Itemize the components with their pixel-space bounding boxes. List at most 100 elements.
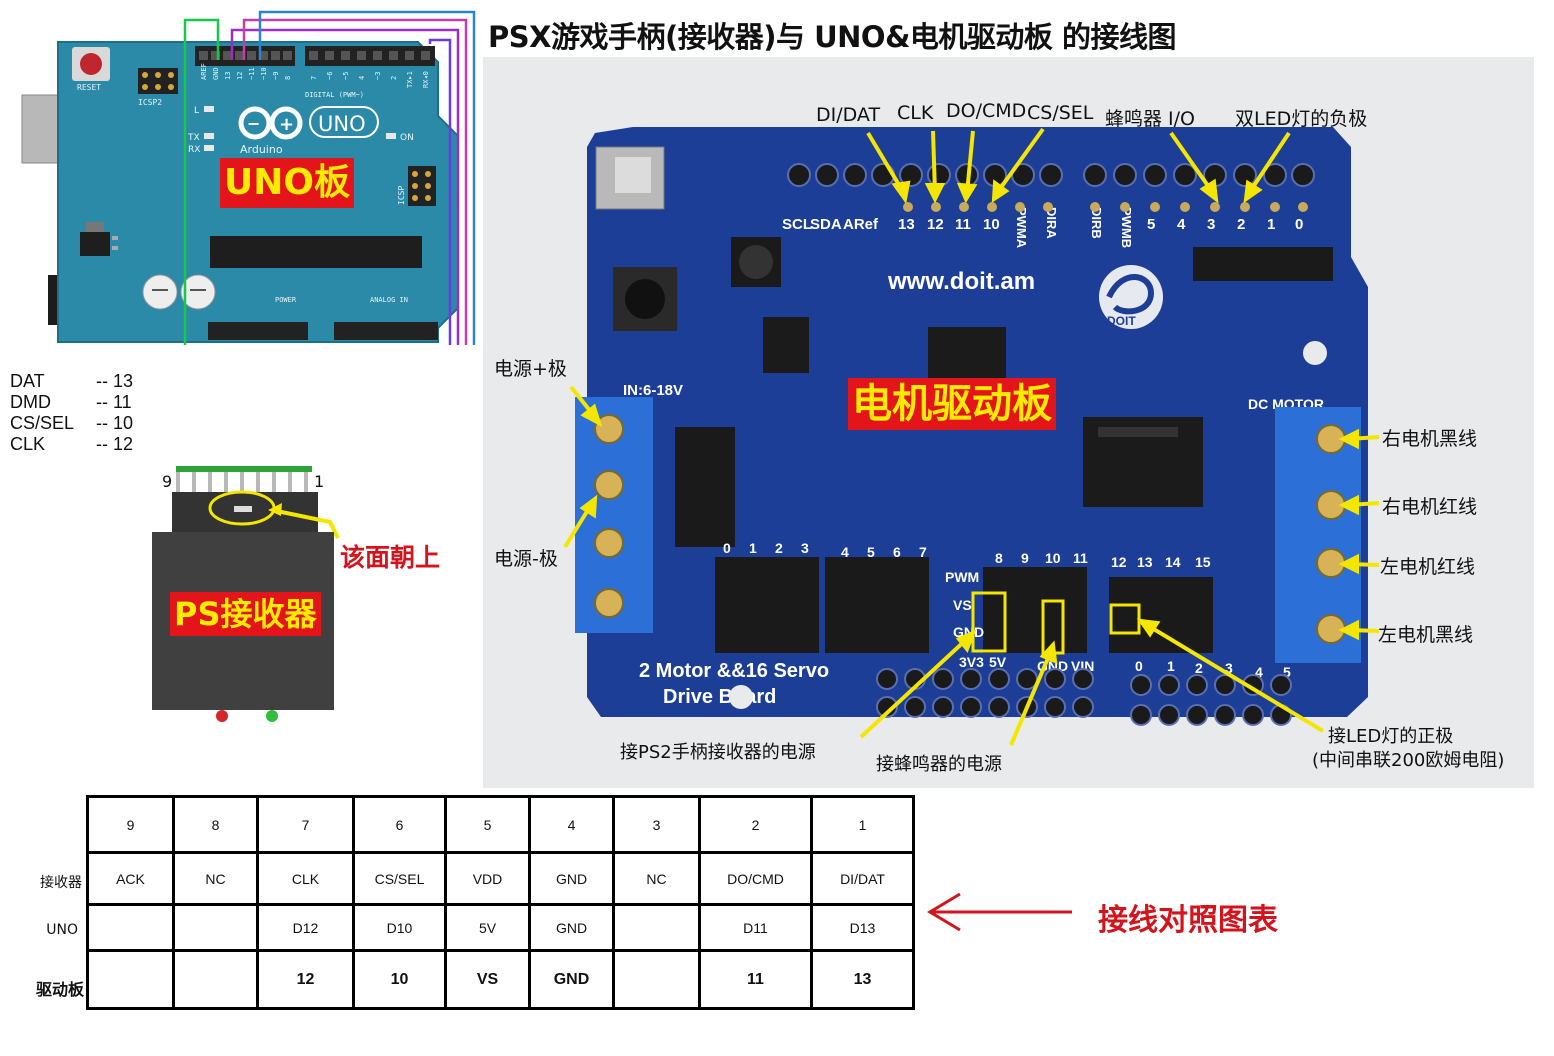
svg-text:~5: ~5	[342, 72, 350, 80]
svg-text:VS: VS	[953, 597, 972, 613]
svg-text:10: 10	[983, 216, 1000, 233]
svg-text:DIRB: DIRB	[1089, 207, 1104, 239]
table-cell	[612, 903, 701, 952]
svg-text:5V: 5V	[989, 654, 1007, 670]
annotation-left-red: 左电机红线	[1380, 556, 1476, 578]
table-cell: 12	[256, 949, 355, 1010]
annotation-buzzer-power: 接蜂鸣器的电源	[876, 754, 1002, 775]
table-cell: 3	[612, 795, 701, 854]
svg-text:7: 7	[919, 544, 927, 560]
svg-text:2: 2	[1237, 216, 1245, 233]
svg-text:1: 1	[749, 540, 757, 556]
row-label-uno: UNO	[46, 922, 78, 938]
table-cell	[172, 949, 259, 1010]
table-cell: VS	[444, 949, 531, 1010]
pin-map-row: CLK-- 12	[10, 434, 134, 454]
svg-text:1: 1	[1267, 216, 1275, 233]
table-cell: NC	[172, 851, 259, 906]
ps-receiver-label: PS接收器	[170, 592, 321, 636]
annotation-led-positive: 接LED灯的正极	[1328, 726, 1454, 747]
pin-map-row: DMD-- 11	[10, 392, 132, 412]
svg-text:3: 3	[1207, 216, 1215, 233]
svg-text:1: 1	[1167, 658, 1175, 674]
svg-text:UNO: UNO	[318, 112, 366, 136]
svg-text:~11: ~11	[248, 67, 256, 80]
svg-text:−: −	[247, 114, 260, 133]
svg-text:0: 0	[1135, 658, 1143, 674]
table-cell: 1	[810, 795, 915, 854]
svg-text:ARef: ARef	[843, 216, 879, 233]
svg-text:10: 10	[1045, 550, 1061, 566]
table-cell: D10	[352, 903, 447, 952]
svg-text:~3: ~3	[374, 72, 382, 80]
svg-text:9: 9	[162, 472, 172, 491]
driver-board-label: 电机驱动板	[848, 378, 1056, 430]
annotation-right-red: 右电机红线	[1382, 496, 1478, 518]
svg-text:RX◂0: RX◂0	[422, 71, 430, 88]
table-cell: 5	[444, 795, 531, 854]
table-arrow-icon	[927, 892, 1072, 932]
svg-text:8: 8	[995, 550, 1003, 566]
table-cell: 8	[172, 795, 259, 854]
svg-text:SDA: SDA	[810, 216, 842, 233]
table-cell: 11	[698, 949, 813, 1010]
annotation-power-negative: 电源-极	[494, 548, 558, 570]
annotation-left-black: 左电机黑线	[1378, 624, 1474, 646]
svg-text:5: 5	[1283, 664, 1291, 680]
table-cell: CS/SEL	[352, 851, 447, 906]
svg-text:8: 8	[284, 76, 292, 80]
svg-text:2: 2	[390, 76, 398, 80]
svg-text:www.doit.am: www.doit.am	[887, 268, 1035, 295]
annotation-ps2-power: 接PS2手柄接收器的电源	[620, 742, 816, 763]
svg-text:ICSP2: ICSP2	[138, 98, 162, 107]
svg-text:TX: TX	[187, 133, 200, 143]
uno-board-label: UNO板	[220, 158, 354, 208]
table-row-driver: 12 10 VS GND 11 13	[86, 949, 915, 1010]
svg-text:PWM: PWM	[945, 569, 979, 585]
table-cell: D11	[698, 903, 813, 952]
svg-text:GND: GND	[953, 624, 984, 640]
table-caption: 接线对照图表	[1098, 903, 1278, 938]
table-cell: D13	[810, 903, 915, 952]
svg-text:4: 4	[841, 544, 849, 560]
svg-text:11: 11	[955, 216, 971, 233]
svg-text:3: 3	[801, 540, 809, 556]
svg-text:TX▸1: TX▸1	[406, 71, 414, 88]
svg-text:DOIT: DOIT	[1107, 314, 1136, 328]
svg-text:11: 11	[1073, 550, 1088, 566]
table-cell: 5V	[444, 903, 531, 952]
svg-text:4: 4	[1177, 216, 1186, 233]
annotation-led-resistor: (中间串联200欧姆电阻)	[1312, 750, 1505, 771]
pin-mapping-list: DAT-- 13 DMD-- 11 CS/SEL-- 10 CLK-- 12	[10, 371, 133, 455]
table-cell: 9	[86, 795, 175, 854]
table-cell: VDD	[444, 851, 531, 906]
table-cell: D12	[256, 903, 355, 952]
svg-text:Drive Board: Drive Board	[663, 686, 776, 708]
face-up-note: 该面朝上	[340, 543, 441, 572]
svg-text:12: 12	[1111, 554, 1127, 570]
svg-text:9: 9	[1021, 550, 1029, 566]
table-cell: 13	[810, 949, 915, 1010]
table-cell: 6	[352, 795, 447, 854]
annotation-right-black: 右电机黑线	[1382, 428, 1478, 450]
table-row-receiver: ACK NC CLK CS/SEL VDD GND NC DO/CMD DI/D…	[86, 851, 915, 906]
annotation-cs-sel: CS/SEL	[1027, 102, 1094, 124]
svg-text:4: 4	[358, 76, 366, 80]
table-cell: GND	[528, 903, 615, 952]
svg-text:RX: RX	[188, 145, 200, 155]
svg-text:13: 13	[898, 216, 915, 233]
svg-text:13: 13	[224, 72, 232, 80]
svg-text:13: 13	[1137, 554, 1153, 570]
table-cell	[172, 903, 259, 952]
svg-text:RESET: RESET	[77, 83, 101, 92]
table-cell	[86, 903, 175, 952]
wiring-table: 9 8 7 6 5 4 3 2 1 ACK NC CLK CS/SEL VDD …	[86, 795, 915, 1010]
svg-text:IN:6-18V: IN:6-18V	[623, 382, 683, 399]
table-cell: GND	[528, 851, 615, 906]
row-label-receiver: 接收器	[40, 875, 82, 891]
svg-text:~10: ~10	[260, 67, 268, 80]
table-cell: 7	[256, 795, 355, 854]
svg-text:4: 4	[1255, 664, 1263, 680]
table-row-pin-numbers: 9 8 7 6 5 4 3 2 1	[86, 795, 915, 854]
page-title: PSX游戏手柄(接收器)与 UNO&电机驱动板 的接线图	[488, 20, 1176, 54]
